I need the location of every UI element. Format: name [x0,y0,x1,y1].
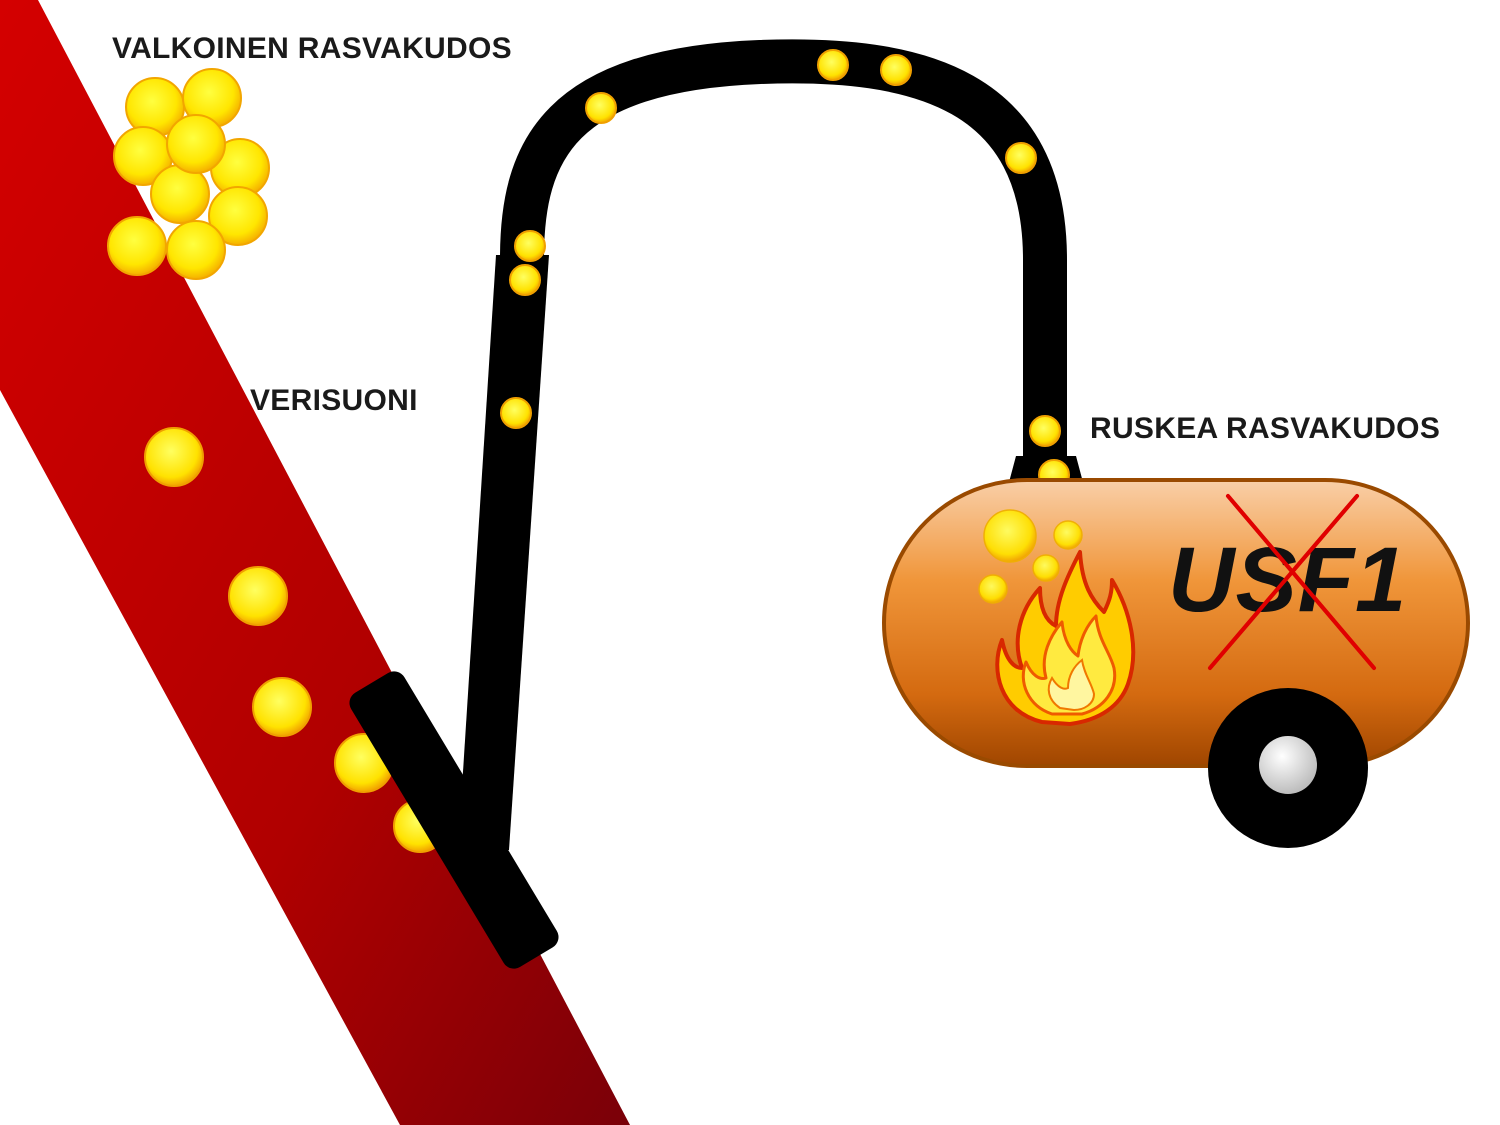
fat-droplet [228,566,288,626]
fat-droplet [817,49,849,81]
fat-droplet [166,114,226,174]
gene-label: USF1 [1168,529,1408,631]
fat-droplet [1005,142,1037,174]
white-fat-cluster [107,68,270,280]
fat-droplet [107,216,167,276]
fat-droplet [500,397,532,429]
fat-droplet [252,677,312,737]
fat-droplet [1029,415,1061,447]
tank-droplets [978,509,1083,604]
white-fat-label: VALKOINEN RASVAKUDOS [112,32,512,65]
fat-droplet [509,264,541,296]
fat-droplet [585,92,617,124]
brown-fat-label: RUSKEA RASVAKUDOS [1090,412,1441,445]
hose-tube [458,255,549,850]
flame-icon [995,550,1136,726]
fat-droplet [150,164,210,224]
fat-droplet [880,54,912,86]
wheel-icon [1208,688,1368,848]
fat-droplet [1053,520,1083,550]
fat-droplet [144,427,204,487]
fat-droplet [983,509,1037,563]
blood-vessel-label: VERISUONI [250,384,418,417]
fat-droplet [208,186,268,246]
fat-droplet [978,574,1008,604]
fat-droplet [166,220,226,280]
fat-droplet [514,230,546,262]
vacuum-nozzle [349,671,559,969]
fat-droplet [1032,554,1060,582]
